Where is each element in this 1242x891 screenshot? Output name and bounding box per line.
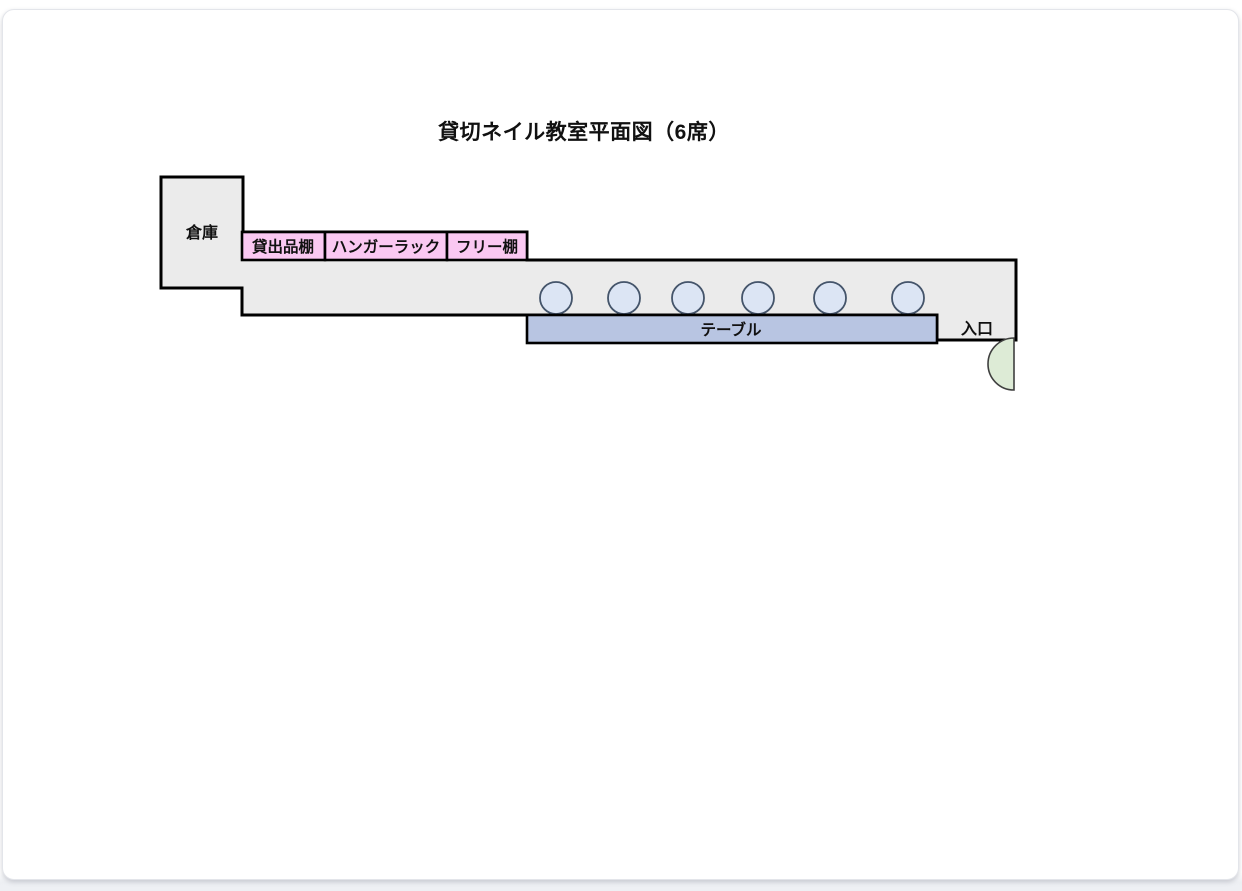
table-rect [525, 313, 939, 345]
entrance-label: 入口 [961, 320, 993, 338]
shelf-row: 貸出品棚 ハンガーラック フリー棚 [240, 230, 529, 262]
rental-shelf-label: 貸出品棚 [251, 237, 314, 256]
seat-circle [741, 281, 775, 315]
seat-circle [891, 281, 925, 315]
seat-circle [607, 281, 641, 315]
canvas-card [2, 9, 1239, 880]
rental-shelf-rect [240, 230, 327, 262]
entrance-door-arc [987, 337, 1015, 391]
hanger-rack-label: ハンガーラック [332, 238, 441, 256]
seats [539, 281, 925, 315]
storage-room-label: 倉庫 [185, 223, 218, 242]
seat-circle [539, 281, 573, 315]
seat-circle [671, 281, 705, 315]
page-title: 貸切ネイル教室平面図（6席） [437, 120, 730, 144]
table-label: テーブル [700, 320, 762, 339]
free-shelf-label: フリー棚 [456, 237, 518, 256]
free-shelf-rect [445, 230, 529, 262]
seat-circle [813, 281, 847, 315]
